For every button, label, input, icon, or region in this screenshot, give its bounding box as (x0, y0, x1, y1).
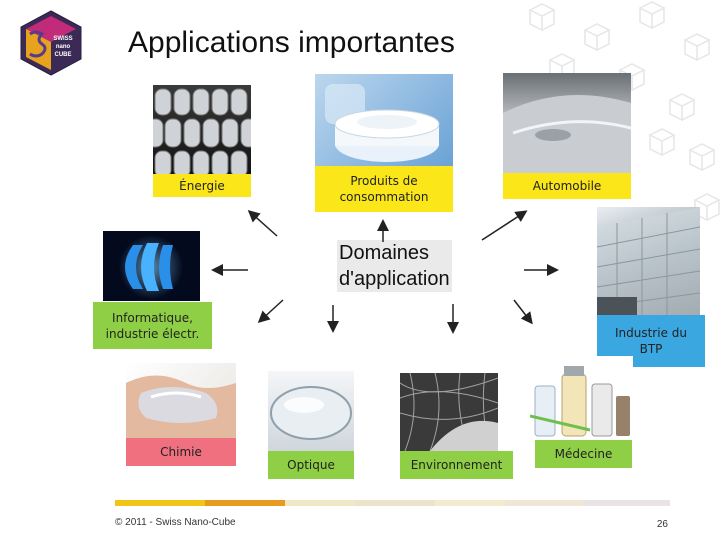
produits-label-line2: consommation (339, 190, 429, 204)
bottom-color-bar (115, 500, 670, 506)
informatique-label-line1: Informatique, (112, 310, 193, 325)
footer-copyright: © 2011 - Swiss Nano-Cube (115, 517, 236, 528)
medecine-label: Médecine (535, 440, 632, 468)
produits-photo (315, 74, 453, 166)
arrow-chimie (257, 299, 284, 324)
arrow-medecine (513, 299, 533, 325)
informatique-label-line2: industrie électr. (105, 326, 200, 341)
medecine-photo (530, 356, 633, 440)
logo-text-swiss: SWISS (53, 36, 72, 42)
center-label: Domaines d'application (337, 240, 452, 292)
logo-text-cube: CUBE (54, 52, 71, 58)
automobile-label: Automobile (503, 173, 631, 199)
optique-label: Optique (268, 451, 354, 479)
swiss-nano-cube-logo: SWISS nano CUBE (20, 10, 82, 76)
logo-text-nano: nano (56, 44, 71, 50)
btp-label-line1: Industrie du (614, 326, 687, 340)
automobile-photo (503, 73, 631, 173)
btp-photo (597, 207, 700, 315)
informatique-photo (103, 231, 200, 301)
energie-label: Énergie (153, 174, 251, 197)
environnement-photo (400, 373, 498, 451)
center-label-line2: d'application (339, 268, 450, 290)
arrow-automobile (481, 210, 528, 241)
chimie-label: Chimie (126, 438, 236, 466)
arrow-energie (247, 210, 278, 237)
center-label-line1: Domaines (339, 242, 430, 264)
chimie-photo (126, 363, 236, 438)
energie-photo (153, 85, 251, 177)
slide-title: Applications importantes (128, 26, 455, 59)
produits-label-line1: Produits de (350, 174, 418, 188)
informatique-label: Informatique, industrie électr. (93, 302, 212, 349)
environnement-label: Environnement (400, 451, 513, 479)
optique-photo (268, 371, 354, 451)
page-number: 26 (656, 519, 668, 530)
btp-label-line2: BTP (639, 342, 663, 356)
produits-label: Produits de consommation (315, 166, 453, 212)
